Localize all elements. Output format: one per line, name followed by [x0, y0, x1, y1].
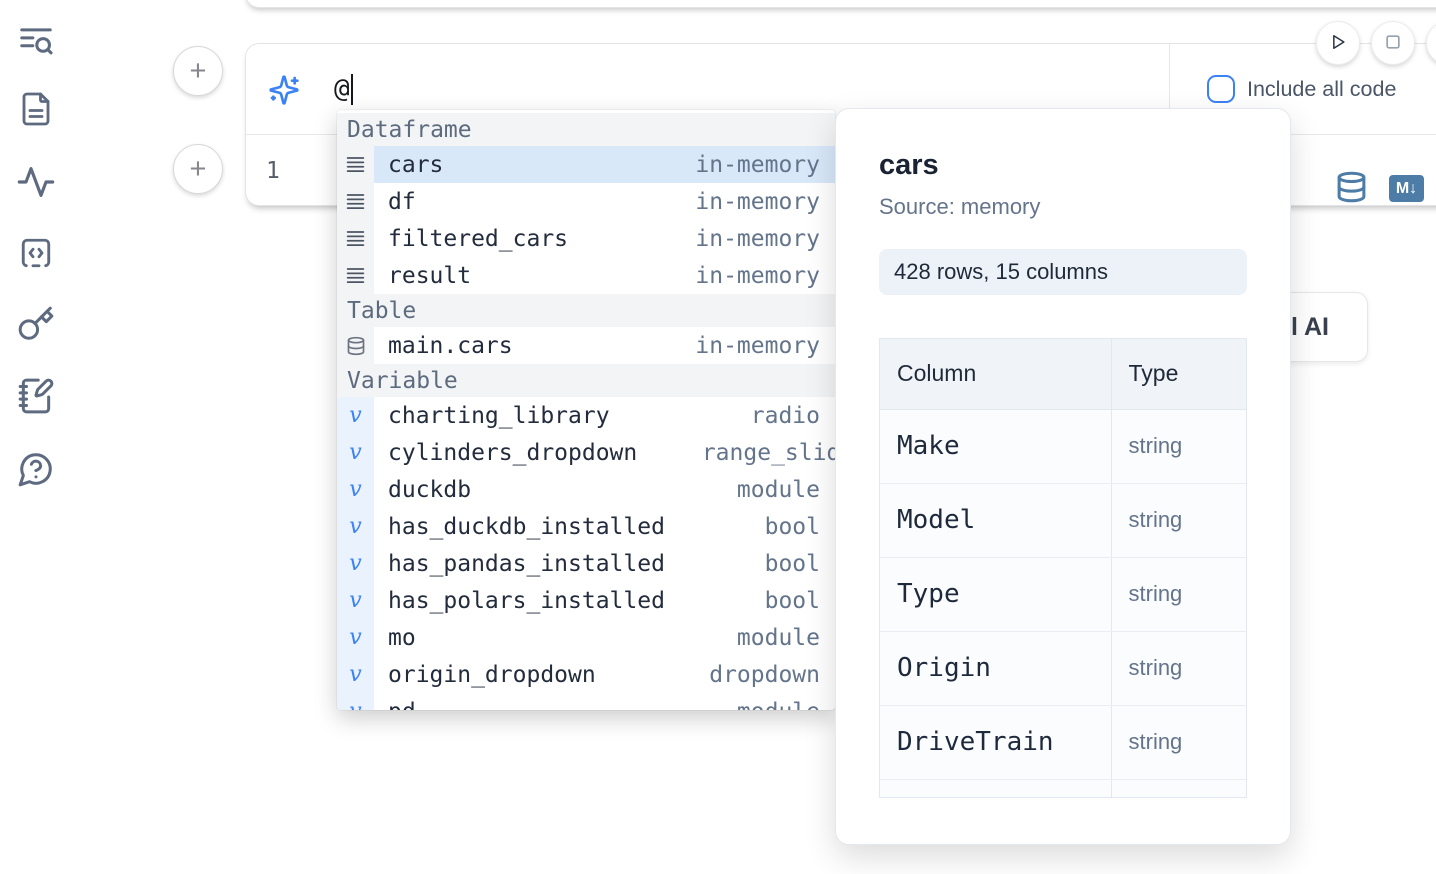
variable-icon: v — [337, 582, 374, 619]
rows-icon — [337, 257, 374, 294]
table-row-partial — [880, 779, 1246, 797]
variable-icon: v — [337, 619, 374, 656]
text-search-icon — [17, 22, 55, 65]
section-header-table: Table — [337, 294, 835, 327]
table-row: Make string — [880, 409, 1246, 484]
key-icon — [17, 305, 55, 348]
table-row: Model string — [880, 483, 1246, 558]
help-chat-icon — [17, 450, 55, 493]
column-header: Column — [880, 339, 1112, 410]
stop-button[interactable] — [1371, 21, 1415, 65]
table-row: DriveTrain string — [880, 705, 1246, 780]
code-editor-row[interactable]: 1 M↓ — [246, 135, 1436, 205]
schema-table: Column Type Make string Model string Typ… — [880, 339, 1246, 797]
notebook-pen-icon — [17, 377, 55, 420]
sidebar-item-secrets[interactable] — [15, 305, 57, 347]
popover-source: Source: memory — [879, 194, 1041, 219]
dataframe-detail-popover: cars Source: memory 428 rows, 15 columns… — [835, 108, 1291, 845]
variable-icon: v — [337, 508, 374, 545]
line-number: 1 — [266, 158, 280, 184]
sparkles-icon — [268, 74, 300, 106]
table-row: Type string — [880, 557, 1246, 632]
variable-icon: v — [337, 545, 374, 582]
sidebar-item-snippets[interactable] — [15, 234, 57, 276]
activity-icon — [16, 162, 56, 207]
ai-button-label: l AI — [1291, 312, 1329, 341]
sidebar-item-scratchpad[interactable] — [15, 377, 57, 419]
play-icon — [1328, 32, 1348, 55]
rows-icon — [337, 183, 374, 220]
add-cell-button-bottom[interactable]: + — [173, 144, 223, 194]
sidebar-item-search[interactable] — [15, 22, 57, 64]
sidebar-item-tracing[interactable] — [15, 163, 57, 205]
text-cursor — [350, 73, 353, 105]
sidebar-item-files[interactable] — [15, 90, 57, 132]
variable-icon: v — [337, 397, 374, 434]
include-all-code-area: Include all code — [1169, 44, 1436, 134]
variable-icon: v — [337, 656, 374, 693]
stop-icon — [1383, 32, 1403, 55]
add-cell-button-top[interactable]: + — [173, 46, 223, 96]
table-row: Origin string — [880, 631, 1246, 706]
markdown-convert-icon[interactable]: M↓ — [1389, 175, 1424, 202]
rows-icon — [337, 146, 374, 183]
sidebar-item-help[interactable] — [15, 450, 57, 492]
sidebar — [0, 0, 72, 874]
database-icon[interactable] — [1335, 170, 1368, 204]
previous-cell-partial — [245, 0, 1436, 8]
prompt-value: @ — [334, 74, 350, 104]
list-item-partial: v pdmodule — [337, 693, 835, 710]
ai-prompt-input[interactable]: @ — [334, 44, 353, 134]
rows-icon — [337, 220, 374, 257]
database-icon — [337, 327, 374, 364]
section-header-variable: Variable — [337, 364, 835, 397]
variable-icon: v — [337, 434, 374, 471]
schema-table-container: Column Type Make string Model string Typ… — [879, 338, 1247, 798]
shape-badge: 428 rows, 15 columns — [879, 249, 1247, 295]
table-header-row: Column Type — [880, 339, 1246, 410]
list-item[interactable]: v pdmodule — [337, 693, 835, 710]
code-snippets-icon — [18, 235, 54, 276]
include-all-code-checkbox[interactable] — [1207, 75, 1235, 103]
section-header-dataframe: Dataframe — [337, 113, 835, 146]
include-all-code-label[interactable]: Include all code — [1247, 76, 1397, 101]
file-document-icon — [18, 91, 54, 132]
type-header: Type — [1111, 339, 1246, 410]
variable-icon: v — [337, 471, 374, 508]
popover-title: cars — [879, 149, 939, 181]
run-cell-button[interactable] — [1316, 21, 1360, 65]
variable-icon: v — [337, 693, 374, 710]
